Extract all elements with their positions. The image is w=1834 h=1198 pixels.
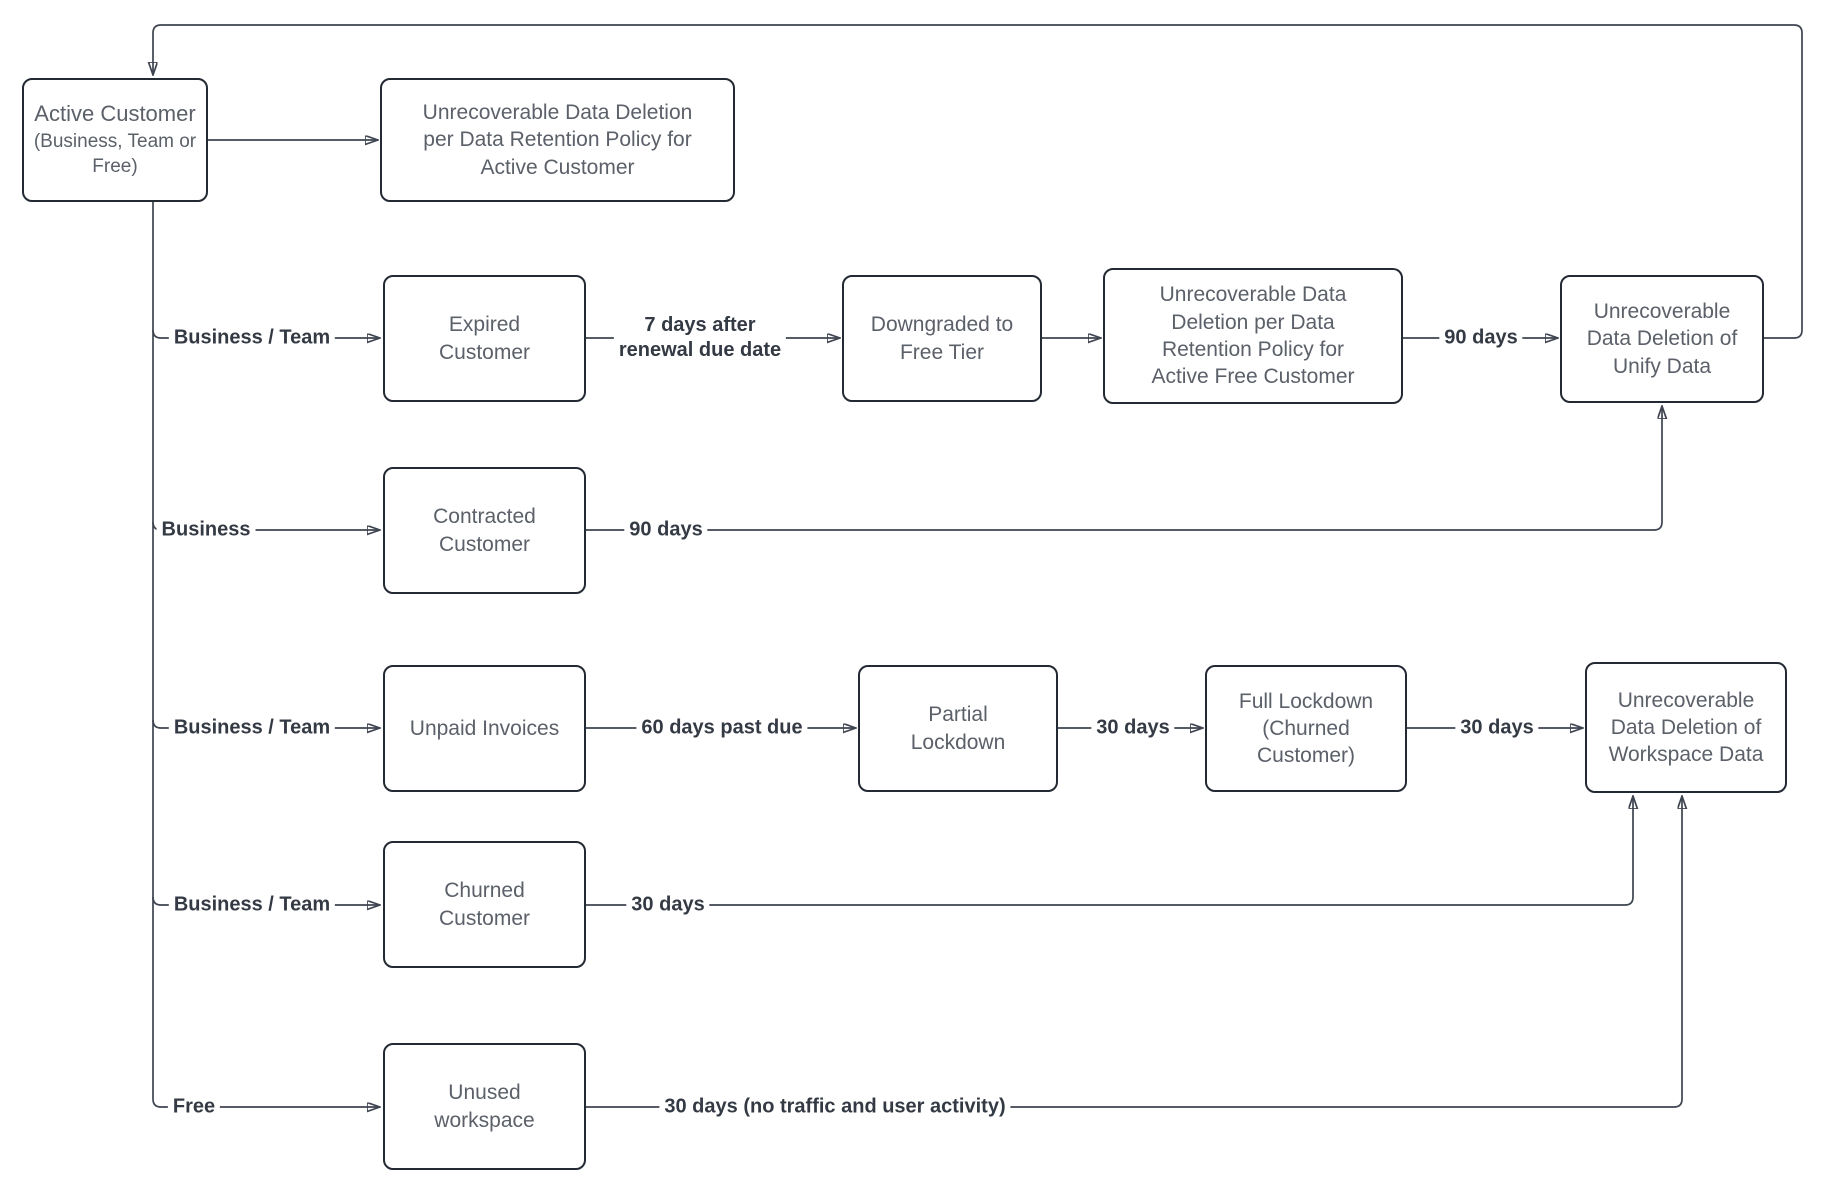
node-active-customer-label: Active Customer [34, 101, 196, 127]
edge-label-seven-days-after-renewal: 7 days after renewal due date [613, 312, 787, 364]
node-full-lockdown-label: Full Lockdown (Churned Customer) [1238, 689, 1374, 768]
node-full-lockdown: Full Lockdown (Churned Customer) [1205, 665, 1407, 792]
node-downgraded-free-tier: Downgraded to Free Tier [842, 275, 1042, 402]
node-partial-lockdown-label: Partial Lockdown [910, 703, 1006, 754]
node-expired-customer-label: Expired Customer [438, 313, 531, 364]
edge-label-free-unused: Free [167, 1093, 221, 1121]
edge-contracted-to-unify [586, 407, 1662, 531]
node-workspace-data-deletion: Unrecoverable Data Deletion of Workspace… [1585, 662, 1787, 793]
node-unused-workspace-label: Unused workspace [434, 1081, 535, 1132]
edge-label-sixty-days-past-due: 60 days past due [636, 714, 808, 742]
node-active-customer-sublabel: (Business, Team or Free) [33, 130, 197, 178]
node-deletion-active-free-customer: Unrecoverable Data Deletion per Data Ret… [1103, 268, 1403, 404]
edge-unused-to-workspace [586, 797, 1682, 1108]
node-expired-customer: Expired Customer [383, 275, 586, 402]
edge-label-thirty-days-partial-to-full: 30 days [1091, 714, 1175, 742]
edge-label-thirty-days-churned: 30 days [626, 891, 710, 919]
edge-label-business-team-unpaid: Business / Team [168, 714, 336, 742]
node-churned-customer-label: Churned Customer [438, 879, 531, 930]
node-deletion-active-customer-label: Unrecoverable Data Deletion per Data Ret… [422, 101, 693, 179]
node-contracted-customer: Contracted Customer [383, 467, 586, 594]
node-unify-data-deletion: Unrecoverable Data Deletion of Unify Dat… [1560, 275, 1764, 403]
edge-label-business-team-expired: Business / Team [168, 324, 336, 352]
node-downgraded-free-tier-label: Downgraded to Free Tier [870, 313, 1014, 364]
node-unify-data-deletion-label: Unrecoverable Data Deletion of Unify Dat… [1586, 300, 1738, 378]
edge-label-thirty-days-unused: 30 days (no traffic and user activity) [659, 1093, 1011, 1121]
node-contracted-customer-label: Contracted Customer [433, 505, 536, 556]
edge-label-business-contracted: Business [156, 516, 256, 544]
node-workspace-data-deletion-label: Unrecoverable Data Deletion of Workspace… [1608, 688, 1764, 767]
node-unpaid-invoices-label: Unpaid Invoices [409, 716, 560, 740]
edge-label-ninety-days-contracted: 90 days [624, 516, 708, 544]
node-unpaid-invoices: Unpaid Invoices [383, 665, 586, 792]
node-partial-lockdown: Partial Lockdown [858, 665, 1058, 792]
edge-label-business-team-churned: Business / Team [168, 891, 336, 919]
node-churned-customer: Churned Customer [383, 841, 586, 968]
node-unused-workspace: Unused workspace [383, 1043, 586, 1170]
edge-label-ninety-days-to-unify: 90 days [1439, 324, 1523, 352]
edge-label-thirty-days-full-to-workspace: 30 days [1455, 714, 1539, 742]
node-active-customer: Active Customer (Business, Team or Free) [22, 78, 208, 202]
edge-churned-to-workspace [586, 797, 1633, 906]
node-deletion-active-free-customer-label: Unrecoverable Data Deletion per Data Ret… [1151, 283, 1355, 389]
node-deletion-active-customer: Unrecoverable Data Deletion per Data Ret… [380, 78, 735, 202]
